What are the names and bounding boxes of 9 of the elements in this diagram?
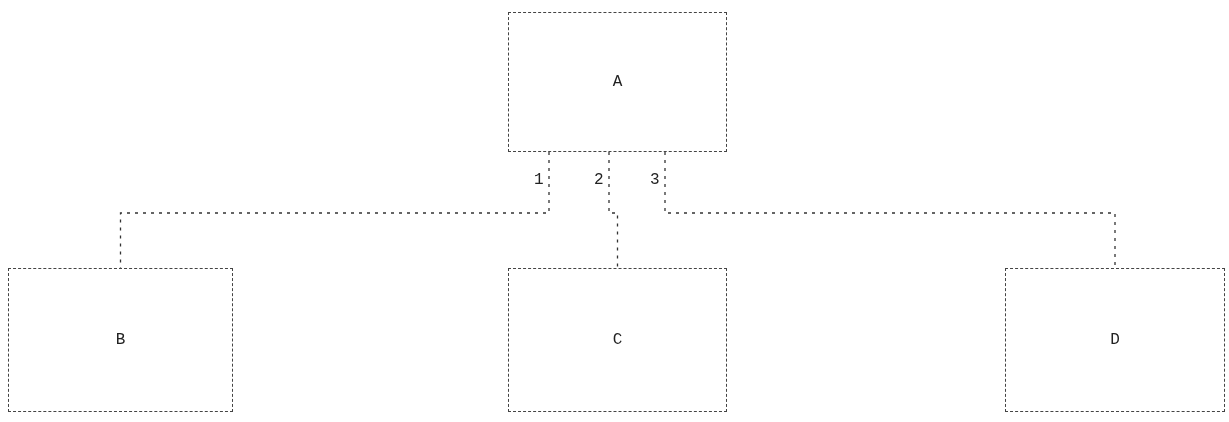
box-label: D (1110, 330, 1120, 351)
dashed-box (508, 12, 727, 152)
dashed-box (1005, 268, 1225, 412)
box-label: C (612, 330, 623, 351)
connector-line (608, 151, 619, 269)
box-label: B (115, 330, 126, 351)
dashed-box (508, 268, 727, 412)
dashed-box (8, 268, 233, 412)
box-label: A (612, 72, 623, 93)
